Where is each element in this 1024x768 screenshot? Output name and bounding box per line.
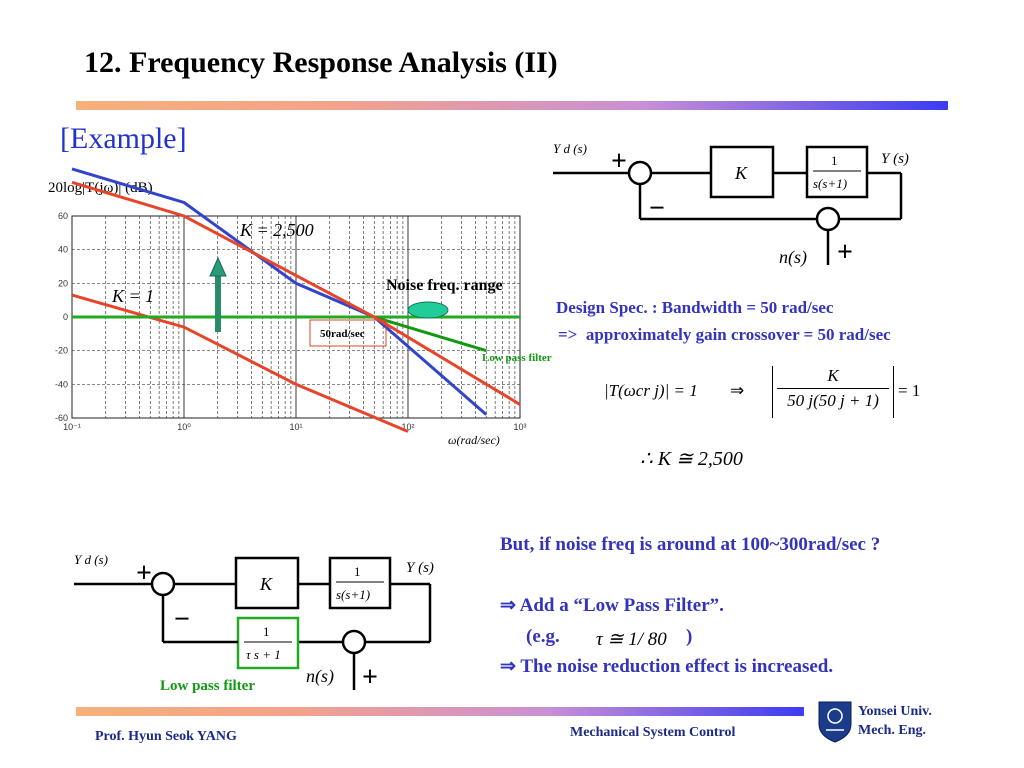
- page-title: 12. Frequency Response Analysis (II): [84, 46, 558, 79]
- eq-rhs: = 1: [898, 381, 921, 400]
- y-tick-label: -60: [55, 413, 68, 423]
- add-lpf-note: ⇒ Add a “Low Pass Filter”.: [500, 595, 724, 616]
- d1-plant-num: 1: [831, 153, 838, 168]
- tau-suffix: ): [686, 626, 693, 647]
- university-logo-icon: [818, 701, 852, 743]
- d1-summing-junction: [627, 160, 653, 186]
- d1-noise-plus: +: [837, 237, 853, 268]
- eq-abs-fraction: K 50 j(50 j + 1): [772, 366, 894, 418]
- d2-minus-sign: −: [174, 604, 190, 635]
- plot-xlabel: ω(rad/sec): [448, 433, 500, 447]
- y-tick-label: -20: [55, 346, 68, 356]
- d2-plus-sign: +: [136, 558, 152, 589]
- footer-author: Prof. Hyun Seok YANG: [95, 729, 237, 744]
- y-tick-labels: 60 40 20 0 -20 -40 -60: [55, 211, 68, 423]
- lpf-plot-label: Low pass filter: [482, 352, 552, 364]
- footer-university: Yonsei Univ.: [858, 704, 932, 719]
- y-tick-label: 40: [58, 245, 68, 255]
- bw-label: 50rad/sec: [320, 328, 365, 340]
- k-low-label: K = 1: [111, 286, 154, 306]
- series-line-red-asymptote: [71, 180, 521, 406]
- d2-input-label: Y d (s): [74, 552, 108, 567]
- d1-gain-label: K: [734, 163, 748, 183]
- x-tick-label: 10⁰: [177, 422, 191, 432]
- d1-input-label: Y d (s): [553, 141, 587, 156]
- y-tick-label: 20: [58, 278, 68, 288]
- design-spec-text: Design Spec. : Bandwidth = 50 rad/sec: [556, 298, 834, 317]
- eq-arrow: ⇒: [730, 381, 745, 400]
- d1-noise-label: n(s): [779, 247, 807, 268]
- block-diagram-1: Y d (s) + − K 1 s(s+1) Y (s) n(s) +: [553, 141, 909, 268]
- series-line-3: [373, 315, 487, 353]
- x-tick-label: 10¹: [289, 422, 302, 432]
- d1-plus-sign: +: [611, 146, 627, 177]
- y-tick-label: 60: [58, 211, 68, 221]
- x-tick-label: 10³: [513, 422, 526, 432]
- k-high-label: K = 2,500: [239, 220, 314, 240]
- noise-range-label: Noise freq. range: [386, 277, 503, 294]
- x-tick-label: 10⁻¹: [63, 422, 81, 432]
- d1-noise-junction: [815, 206, 841, 232]
- x-tick-label: 10²: [401, 422, 414, 432]
- d2-plant-block: [328, 556, 392, 610]
- x-tick-labels: 10⁻¹ 10⁰ 10¹ 10² 10³: [63, 422, 526, 432]
- d2-filter-num: 1: [263, 624, 270, 639]
- tau-prefix: (e.g.: [526, 626, 560, 647]
- d2-gain-label: K: [259, 574, 273, 594]
- d2-noise-label: n(s): [306, 666, 334, 687]
- crossover-text: => approximately gain crossover = 50 rad…: [558, 325, 891, 344]
- eq-numerator: K: [827, 366, 839, 385]
- footer-course: Mechanical System Control: [570, 725, 736, 740]
- y-tick-label: 0: [63, 312, 68, 322]
- footer-department: Mech. Eng.: [858, 723, 927, 738]
- noise-question: But, if noise freq is around at 100~300r…: [500, 534, 881, 555]
- d2-plant-num: 1: [354, 564, 361, 579]
- result-k: ∴ K ≅ 2,500: [640, 448, 743, 470]
- tau-value: τ ≅ 1/ 80: [596, 629, 667, 650]
- series-line-0: [71, 167, 488, 416]
- noise-range-ellipse: [407, 301, 449, 319]
- block-diagram-2: Y d (s) + − K 1 s(s+1) Y (s) 1 τ s + 1 n…: [74, 552, 434, 694]
- d2-output-label: Y (s): [406, 560, 434, 576]
- d2-plant-den: s(s+1): [336, 587, 370, 602]
- d2-gain-block: [234, 556, 300, 610]
- tau-example: (e.g. τ ≅ 1/ 80 ): [526, 626, 746, 656]
- y-tick-label: -40: [55, 379, 68, 389]
- footer-bar: [76, 707, 804, 716]
- d2-noise-junction: [341, 629, 367, 655]
- title-underline-bar: [76, 101, 948, 110]
- example-label: [Example]: [60, 122, 187, 155]
- plot-series: [71, 167, 521, 433]
- d1-plant-den: s(s+1): [813, 176, 847, 191]
- gain-increase-arrow-head: [209, 256, 227, 277]
- series-line-1: [71, 293, 409, 433]
- d2-summing-junction: [150, 571, 176, 597]
- eq-denominator: 50 j(50 j + 1): [787, 391, 879, 410]
- d2-filter-den: τ s + 1: [246, 647, 281, 662]
- bw-box: [309, 319, 387, 347]
- d2-filter-label: Low pass filter: [160, 678, 255, 694]
- d1-minus-sign: −: [649, 193, 665, 224]
- eq-lhs: |T(ωcr j)| = 1: [604, 381, 698, 400]
- noise-reduction-note: ⇒ The noise reduction effect is increase…: [500, 656, 834, 677]
- d1-output-label: Y (s): [881, 151, 909, 167]
- crossover-equation: |T(ωcr j)| = 1 ⇒ K 50 j(50 j + 1) = 1: [604, 366, 944, 430]
- d2-noise-plus: +: [362, 662, 378, 693]
